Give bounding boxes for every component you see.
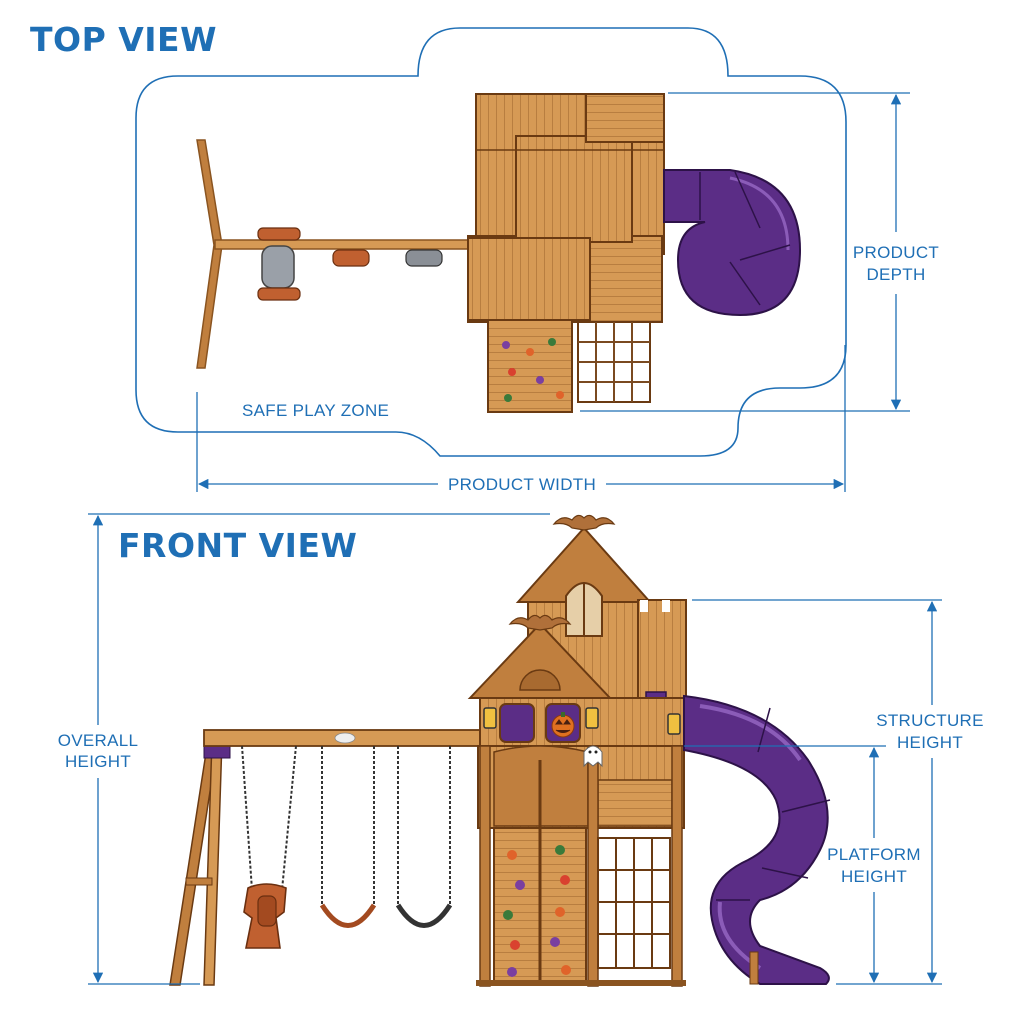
climbing-holds bbox=[503, 845, 571, 977]
swing-aframe-top bbox=[196, 139, 223, 369]
front-view: OVERALL HEIGHT STRUCTURE HEIGHT PLATFORM… bbox=[58, 513, 984, 987]
product-depth-dimension bbox=[580, 92, 910, 412]
top-view-title: TOP VIEW bbox=[30, 20, 217, 59]
bat-icon bbox=[552, 514, 616, 531]
safe-play-zone-outline bbox=[135, 27, 847, 457]
glider-swing-front bbox=[241, 745, 297, 949]
product-depth-label-line-1: PRODUCT bbox=[853, 243, 939, 262]
structure-height-label-line-2: HEIGHT bbox=[897, 733, 963, 752]
bat-icon bbox=[508, 614, 572, 631]
cargo-net-top bbox=[577, 321, 651, 403]
platform-height-dimension bbox=[684, 745, 886, 984]
overall-height-label-line-2: HEIGHT bbox=[65, 752, 131, 771]
belt-swing-front-1 bbox=[319, 746, 377, 928]
front-view-title: FRONT VIEW bbox=[118, 526, 358, 565]
platform-height-label-line-2: HEIGHT bbox=[841, 867, 907, 886]
belt-swing-front-2 bbox=[395, 746, 453, 928]
brand-badge bbox=[334, 732, 356, 744]
lantern-icon bbox=[667, 713, 681, 735]
structure-height-label-line-1: STRUCTURE bbox=[876, 711, 984, 730]
structure-height-dimension bbox=[692, 599, 942, 985]
platform-height-label-line-1: PLATFORM bbox=[827, 845, 921, 864]
overall-height-label-line-1: OVERALL bbox=[58, 731, 139, 750]
tube-slide-front bbox=[683, 694, 831, 985]
belt-swing-top-2 bbox=[405, 249, 443, 267]
belt-swing-top-1 bbox=[332, 249, 370, 267]
rock-wall-top bbox=[487, 319, 573, 413]
lantern-icon bbox=[585, 707, 599, 729]
ghost-icon bbox=[583, 745, 603, 768]
deck-structure-top bbox=[467, 93, 665, 323]
safe-play-zone-label: SAFE PLAY ZONE bbox=[242, 401, 389, 420]
top-view: SAFE PLAY ZONE PRODUCT WIDTH PRODUCT DEP… bbox=[135, 27, 939, 494]
product-width-dimension bbox=[196, 345, 846, 492]
product-depth-label-line-2: DEPTH bbox=[866, 265, 925, 284]
tower-front bbox=[467, 526, 687, 987]
swing-beam-top bbox=[214, 239, 470, 250]
swing-aframe-front bbox=[169, 735, 231, 986]
tube-slide-top bbox=[663, 169, 802, 317]
product-width-label: PRODUCT WIDTH bbox=[448, 475, 596, 494]
overall-height-dimension bbox=[88, 513, 550, 985]
lantern-icon bbox=[483, 707, 497, 729]
pumpkin-icon bbox=[551, 712, 575, 738]
glider-swing-top bbox=[257, 227, 301, 301]
